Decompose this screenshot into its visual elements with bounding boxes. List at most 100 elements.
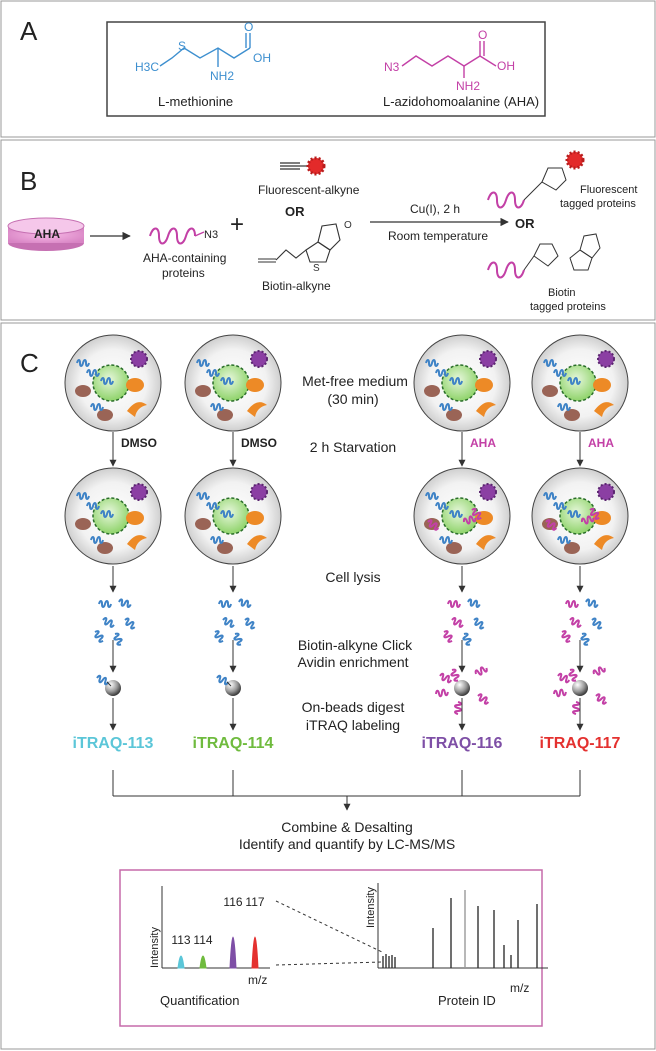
protein-coil [214, 630, 224, 643]
protein-coil [471, 507, 482, 520]
protein-coil [196, 492, 210, 500]
protein-coil [477, 693, 490, 705]
protein-coil [238, 598, 252, 609]
culture-dish [7, 217, 85, 251]
orange-crescent [247, 535, 267, 550]
quant-intensity-label: Intensity [149, 927, 161, 968]
orange-organelle [126, 378, 144, 392]
pid-mz-label: m/z [510, 981, 529, 995]
step-digest-1: On-beads digest [302, 699, 405, 715]
orange-crescent [247, 402, 267, 417]
protein-coil [96, 674, 110, 686]
quant-peak [251, 936, 259, 969]
protein-coil [90, 536, 104, 544]
met-name: L-methionine [158, 94, 233, 109]
protein-coil [76, 492, 90, 500]
aha-structure [401, 41, 497, 78]
treatment-label: DMSO [241, 436, 277, 450]
brown-organelle [217, 542, 233, 554]
protein-coil [561, 630, 571, 643]
itraq-label: iTRAQ-113 [73, 735, 154, 752]
protein-coil [557, 403, 571, 411]
fluor-tagged-protein [487, 150, 585, 209]
orange-organelle [126, 511, 144, 525]
protein-coil [98, 600, 112, 608]
n3-label: N3 [204, 229, 218, 241]
quantification-label: Quantification [160, 993, 240, 1008]
step-starvation: 2 h Starvation [310, 439, 396, 455]
protein-coil [567, 377, 581, 385]
treatment-label: AHA [470, 436, 496, 450]
protein-coil [435, 369, 449, 377]
protein-coil [543, 359, 557, 367]
ms-box [119, 869, 543, 1027]
orange-organelle [475, 378, 493, 392]
aha-n3: N3 [384, 60, 400, 74]
protein-coil [113, 632, 123, 646]
met-nh2: NH2 [210, 69, 234, 83]
panel-a-letter: A [20, 16, 38, 46]
protein-coil [474, 666, 488, 676]
protein-coil [449, 377, 463, 385]
protein-coil [102, 616, 115, 628]
quant-peak-label: 113 [171, 933, 190, 947]
protein-coil [589, 507, 600, 520]
dish-label: AHA [34, 227, 60, 241]
brown-organelle [564, 542, 580, 554]
orange-organelle [593, 378, 611, 392]
protein-coil [450, 668, 460, 682]
protein-coil [553, 688, 567, 698]
condition-2: Room temperature [388, 229, 488, 243]
brown-organelle [75, 385, 91, 397]
panel-b-frame [0, 139, 656, 321]
protein-coil [435, 688, 449, 698]
combine-bracket [112, 770, 581, 811]
protein-coil [439, 403, 453, 411]
brown-organelle [75, 518, 91, 530]
protein-coil [462, 632, 472, 646]
brown-organelle [542, 385, 558, 397]
orange-crescent [594, 535, 614, 550]
brown-organelle [195, 518, 211, 530]
protein-coil [592, 666, 606, 676]
zoom-line-top [275, 900, 383, 953]
met-h3c: H3C [135, 60, 159, 74]
orange-crescent [476, 535, 496, 550]
quant-peak [229, 936, 237, 969]
condition-1: Cu(I), 2 h [410, 202, 460, 216]
protein-coil [449, 510, 463, 518]
or-label: OR [285, 204, 305, 219]
protein-coil [76, 359, 90, 367]
brown-organelle [97, 542, 113, 554]
fluor-tagged-line2: tagged proteins [560, 198, 636, 210]
protein-coil [439, 536, 453, 544]
protein-coil [580, 632, 590, 646]
aha-name: L-azidohomoalanine (AHA) [383, 94, 539, 109]
protein-coil [473, 617, 485, 630]
aha-nh2: NH2 [456, 79, 480, 93]
purple-organelle [250, 350, 268, 368]
step-combine-2: Identify and quantify by LC-MS/MS [239, 836, 455, 852]
orange-organelle [246, 378, 264, 392]
panel-c-letter: C [20, 348, 39, 378]
step-click-1: Biotin-alkyne Click [298, 637, 413, 653]
or-right-label: OR [515, 216, 535, 231]
pid-axes [377, 883, 548, 969]
treatment-label: DMSO [121, 436, 157, 450]
met-o: O [244, 20, 253, 34]
avidin-bead [454, 680, 470, 696]
step-met-free-1: Met-free medium [302, 373, 408, 389]
quant-mz-label: m/z [248, 973, 267, 987]
protein-coil [124, 617, 136, 630]
purple-organelle [130, 350, 148, 368]
brown-organelle [564, 409, 580, 421]
protein-coil [454, 701, 462, 715]
protein-coil [591, 617, 603, 630]
methionine-structure [159, 33, 251, 67]
protein-coil [210, 403, 224, 411]
